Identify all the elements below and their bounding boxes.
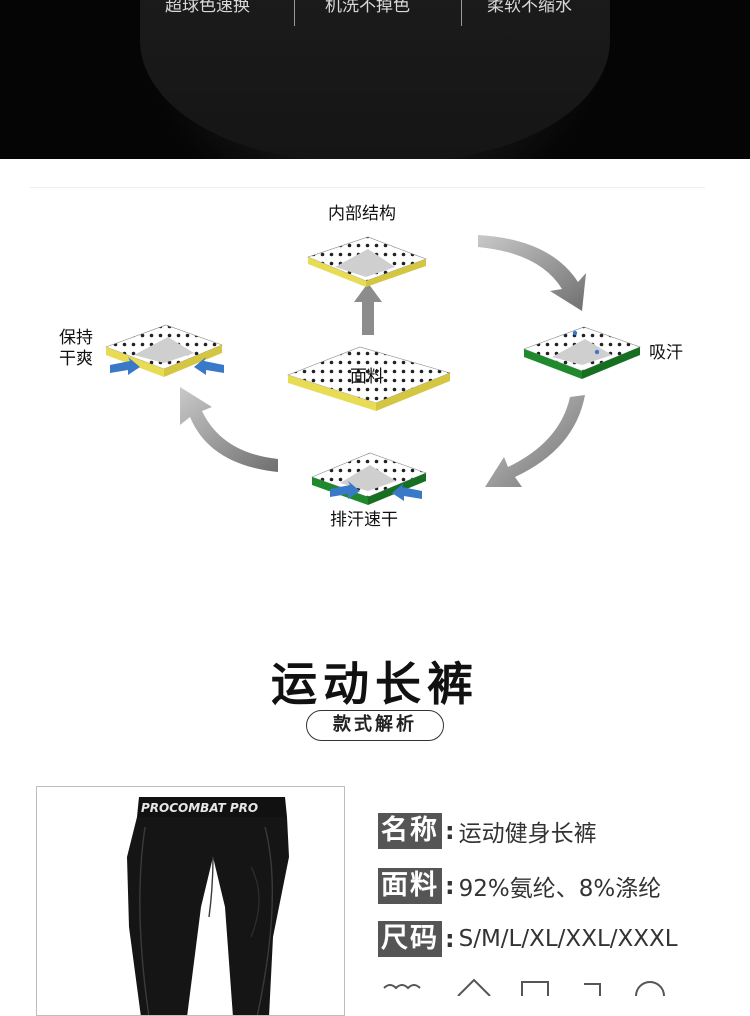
top-banner: 超球色速换 机洗不掉色 柔软不缩水 <box>0 0 750 159</box>
spec-value: 92%氨纶、8%涤纶 <box>458 876 662 902</box>
washing-tub-icon <box>383 984 421 990</box>
label-fabric: 面料 <box>350 367 384 387</box>
quick-dry-layer <box>311 452 427 505</box>
internal-structure-layer <box>307 236 427 287</box>
dry-clean-icon <box>635 981 665 996</box>
no-bleach-icon <box>457 978 491 996</box>
spec-value: S/M/L/XL/XXL/XXXL <box>458 926 678 952</box>
care-icons <box>383 978 665 996</box>
spec-colon: : <box>445 817 455 845</box>
spec-value: 运动健身长裤 <box>458 821 597 847</box>
iron-icon <box>584 983 601 996</box>
cycle-arrow-up <box>354 283 382 335</box>
cycle-illustration <box>105 235 641 505</box>
feature-text-3: 柔软不缩水 <box>487 0 572 16</box>
spec-colon: : <box>445 872 455 900</box>
feature-text-1: 超球色速换 <box>165 0 250 16</box>
divider <box>461 0 462 26</box>
section-title: 运动长裤 <box>271 657 479 711</box>
pants-illustration: PROCOMBAT PRO <box>127 797 289 1015</box>
fabric-layer <box>287 346 451 411</box>
model-torso-image <box>140 0 610 159</box>
spec-row-size: 尺码 : S/M/L/XL/XXL/XXXL <box>378 921 678 957</box>
section-subtitle: 款式解析 <box>306 710 444 741</box>
cycle-arrow-bottom-right <box>485 395 585 487</box>
dry-icon <box>521 981 549 996</box>
divider <box>294 0 295 26</box>
fabric-function-diagram: 内部结构 面料 吸汗 排汗速干 保持 干爽 <box>30 187 705 547</box>
absorb-sweat-layer <box>523 326 641 379</box>
spec-colon: : <box>445 925 455 953</box>
spec-key: 面料 <box>378 868 442 904</box>
spec-key: 名称 <box>378 813 442 849</box>
cycle-arrow-top-right <box>478 235 586 311</box>
divider <box>30 187 705 188</box>
feature-text-2: 机洗不掉色 <box>325 0 410 16</box>
product-photo: PROCOMBAT PRO <box>36 786 345 1016</box>
label-keep-dry-line2: 干爽 <box>59 349 93 369</box>
spec-row-fabric: 面料 : 92%氨纶、8%涤纶 <box>378 868 661 904</box>
waistband-logo: PROCOMBAT PRO <box>141 801 258 815</box>
spec-row-name: 名称 : 运动健身长裤 <box>378 813 597 849</box>
label-internal-structure: 内部结构 <box>328 204 396 224</box>
cycle-arrow-bottom-left <box>180 387 278 472</box>
label-keep-dry-line1: 保持 <box>59 328 93 348</box>
keep-dry-layer <box>105 324 224 377</box>
label-quick-dry: 排汗速干 <box>330 510 398 530</box>
label-absorb-sweat: 吸汗 <box>649 343 683 363</box>
spec-key: 尺码 <box>378 921 442 957</box>
